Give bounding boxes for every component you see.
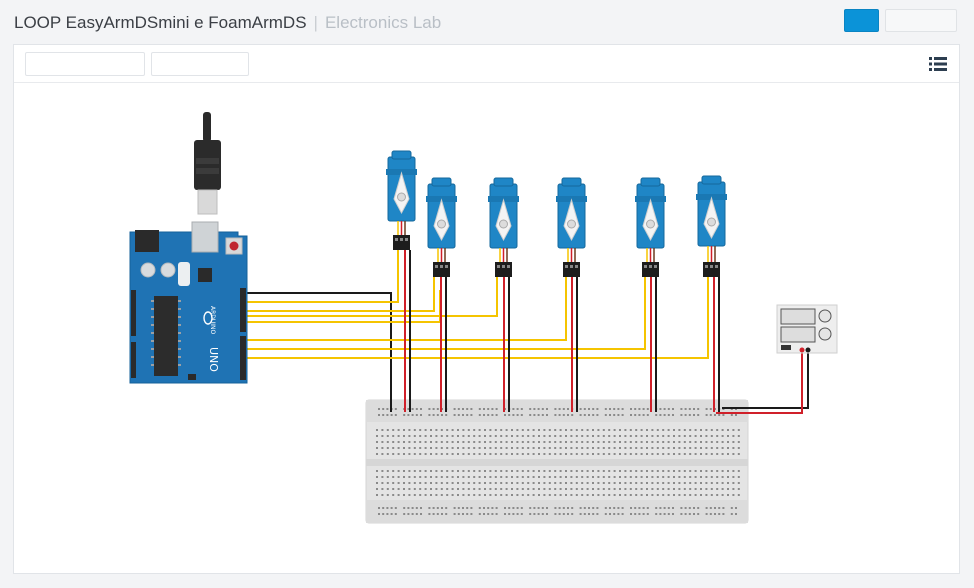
breadboard-holes <box>376 408 740 515</box>
signal-wire-servo-1 <box>246 250 399 303</box>
page-title: LOOP EasyArmDSmini e FoamArmDS | Electroni… <box>14 13 441 33</box>
supply-ground-wire <box>722 352 809 409</box>
title-separator: | <box>313 13 318 32</box>
servo-motor-5 <box>635 177 666 277</box>
servo-motor-1 <box>386 150 417 250</box>
arduino-brand-label: ARDUINO <box>209 306 216 335</box>
breadboard <box>365 399 749 524</box>
signal-wire-servo-2 <box>246 277 435 312</box>
arduino-model-label: UNO <box>207 347 220 372</box>
servo-group <box>386 150 727 277</box>
wires <box>246 250 809 414</box>
panel-toolbar <box>14 45 959 83</box>
secondary-action-button[interactable] <box>885 9 957 32</box>
signal-wire-servo-5 <box>246 277 646 350</box>
signal-wire-servo-6 <box>246 277 709 359</box>
primary-action-button[interactable] <box>844 9 879 32</box>
servo-motor-3 <box>488 177 519 277</box>
list-icon[interactable] <box>929 57 947 71</box>
project-title: LOOP EasyArmDSmini e FoamArmDS <box>14 13 307 32</box>
arduino-uno-board: ARDUINO UNO <box>129 221 248 384</box>
supply-power-wire <box>716 352 803 414</box>
project-category: Electronics Lab <box>324 13 442 32</box>
servo-motor-4 <box>556 177 587 277</box>
power-supply <box>776 304 838 354</box>
toolbar-button-1[interactable] <box>25 52 145 76</box>
ground-wire-arduino <box>246 292 392 412</box>
usb-cable <box>194 112 221 215</box>
servo-motor-6 <box>696 175 727 277</box>
signal-wire-servo-4 <box>246 277 567 341</box>
servo-motor-2 <box>426 177 457 277</box>
title-bar: LOOP EasyArmDSmini e FoamArmDS | Electroni… <box>0 0 974 44</box>
signal-wire-servo-3 <box>246 277 498 317</box>
toolbar-button-2[interactable] <box>151 52 249 76</box>
